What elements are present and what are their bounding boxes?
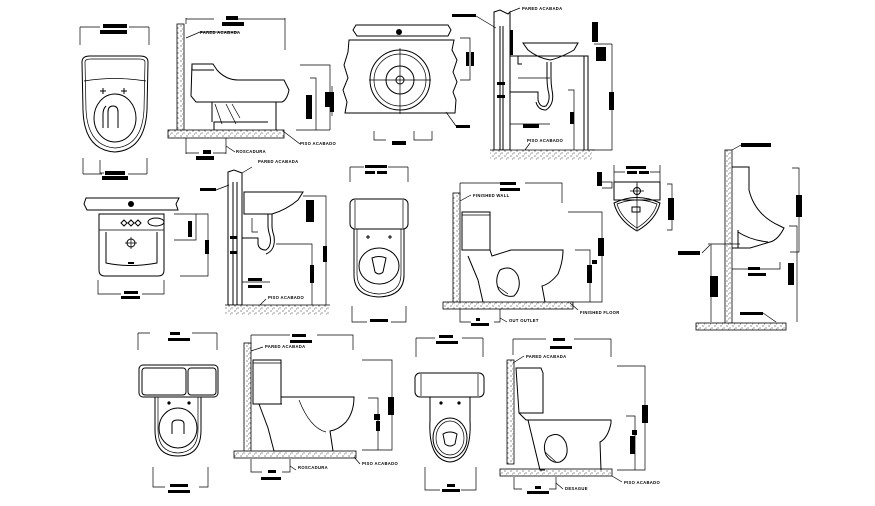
wall-section — [452, 192, 461, 304]
lavatory-plan-rect — [83, 160, 209, 299]
label-desague: DESAGUE — [565, 486, 588, 491]
floor-slab — [442, 301, 574, 310]
floor-slab — [233, 450, 357, 459]
urinal-side — [678, 143, 802, 331]
label-finished-floor: FINISHED FLOOR — [580, 310, 620, 315]
toilet-side-1: PARED ACABADA PISO ACABADO ROSCADURA — [167, 16, 336, 160]
toilet-side-4: PARED ACABADA PISO ACABADO DESAGUE — [499, 338, 660, 494]
toilet-side-3: PARED ACABADA PISO ACABADO ROSCADURA — [233, 334, 398, 480]
wall-section — [176, 23, 185, 133]
label-pared-acabada-2: PARED ACABADA — [522, 6, 562, 11]
toilet-plan-4 — [414, 335, 485, 492]
label-pared-acabada: PARED ACABADA — [200, 30, 240, 35]
label-piso-acabado-2: PISO ACABADO — [527, 138, 563, 143]
toilet-plan-1 — [79, 24, 150, 180]
wall-section — [724, 149, 733, 326]
bolt-marks — [100, 88, 127, 94]
label-pared-acabada-5: PARED ACABADA — [526, 354, 566, 359]
height-dimensions — [296, 64, 331, 131]
label-piso-acabado-3: PISO ACABADO — [268, 295, 304, 300]
dimension-bottom — [82, 158, 148, 180]
toilet-side-2: FINISHED WALL FINISHED FLOOR OUT OUTLET — [442, 182, 620, 326]
urinal-front — [597, 165, 674, 232]
lavatory-side-2: PARED ACABADA PISO ACABADO — [200, 159, 330, 315]
label-piso-acabado-4: PISO ACABADO — [362, 461, 398, 466]
label-piso-acabado-5: PISO ACABADO — [624, 480, 660, 485]
wall-section — [243, 342, 252, 456]
label-pared-acabada-3: PARED ACABADA — [258, 159, 298, 164]
floor-slab — [695, 322, 787, 331]
floor-slab — [499, 468, 613, 477]
lavatory-side-1: PARED ACABADA PISO ACABADO — [452, 6, 614, 160]
label-finished-wall: FINISHED WALL — [473, 193, 510, 198]
label-piso-acabado: PISO ACABADO — [300, 141, 336, 146]
label-roscadura-2: ROSCADURA — [298, 465, 328, 470]
label-pared-acabada-4: PARED ACABADA — [265, 344, 305, 349]
wall-section — [506, 359, 515, 465]
lavatory-plan-round — [330, 24, 474, 145]
label-outlet: OUT OUTLET — [509, 318, 539, 323]
toilet-plan-3 — [137, 332, 219, 493]
toilet-plan-2 — [349, 165, 409, 323]
label-roscadura: ROSCADURA — [236, 149, 266, 154]
dimension-top — [79, 24, 150, 45]
floor-slab — [167, 129, 285, 139]
